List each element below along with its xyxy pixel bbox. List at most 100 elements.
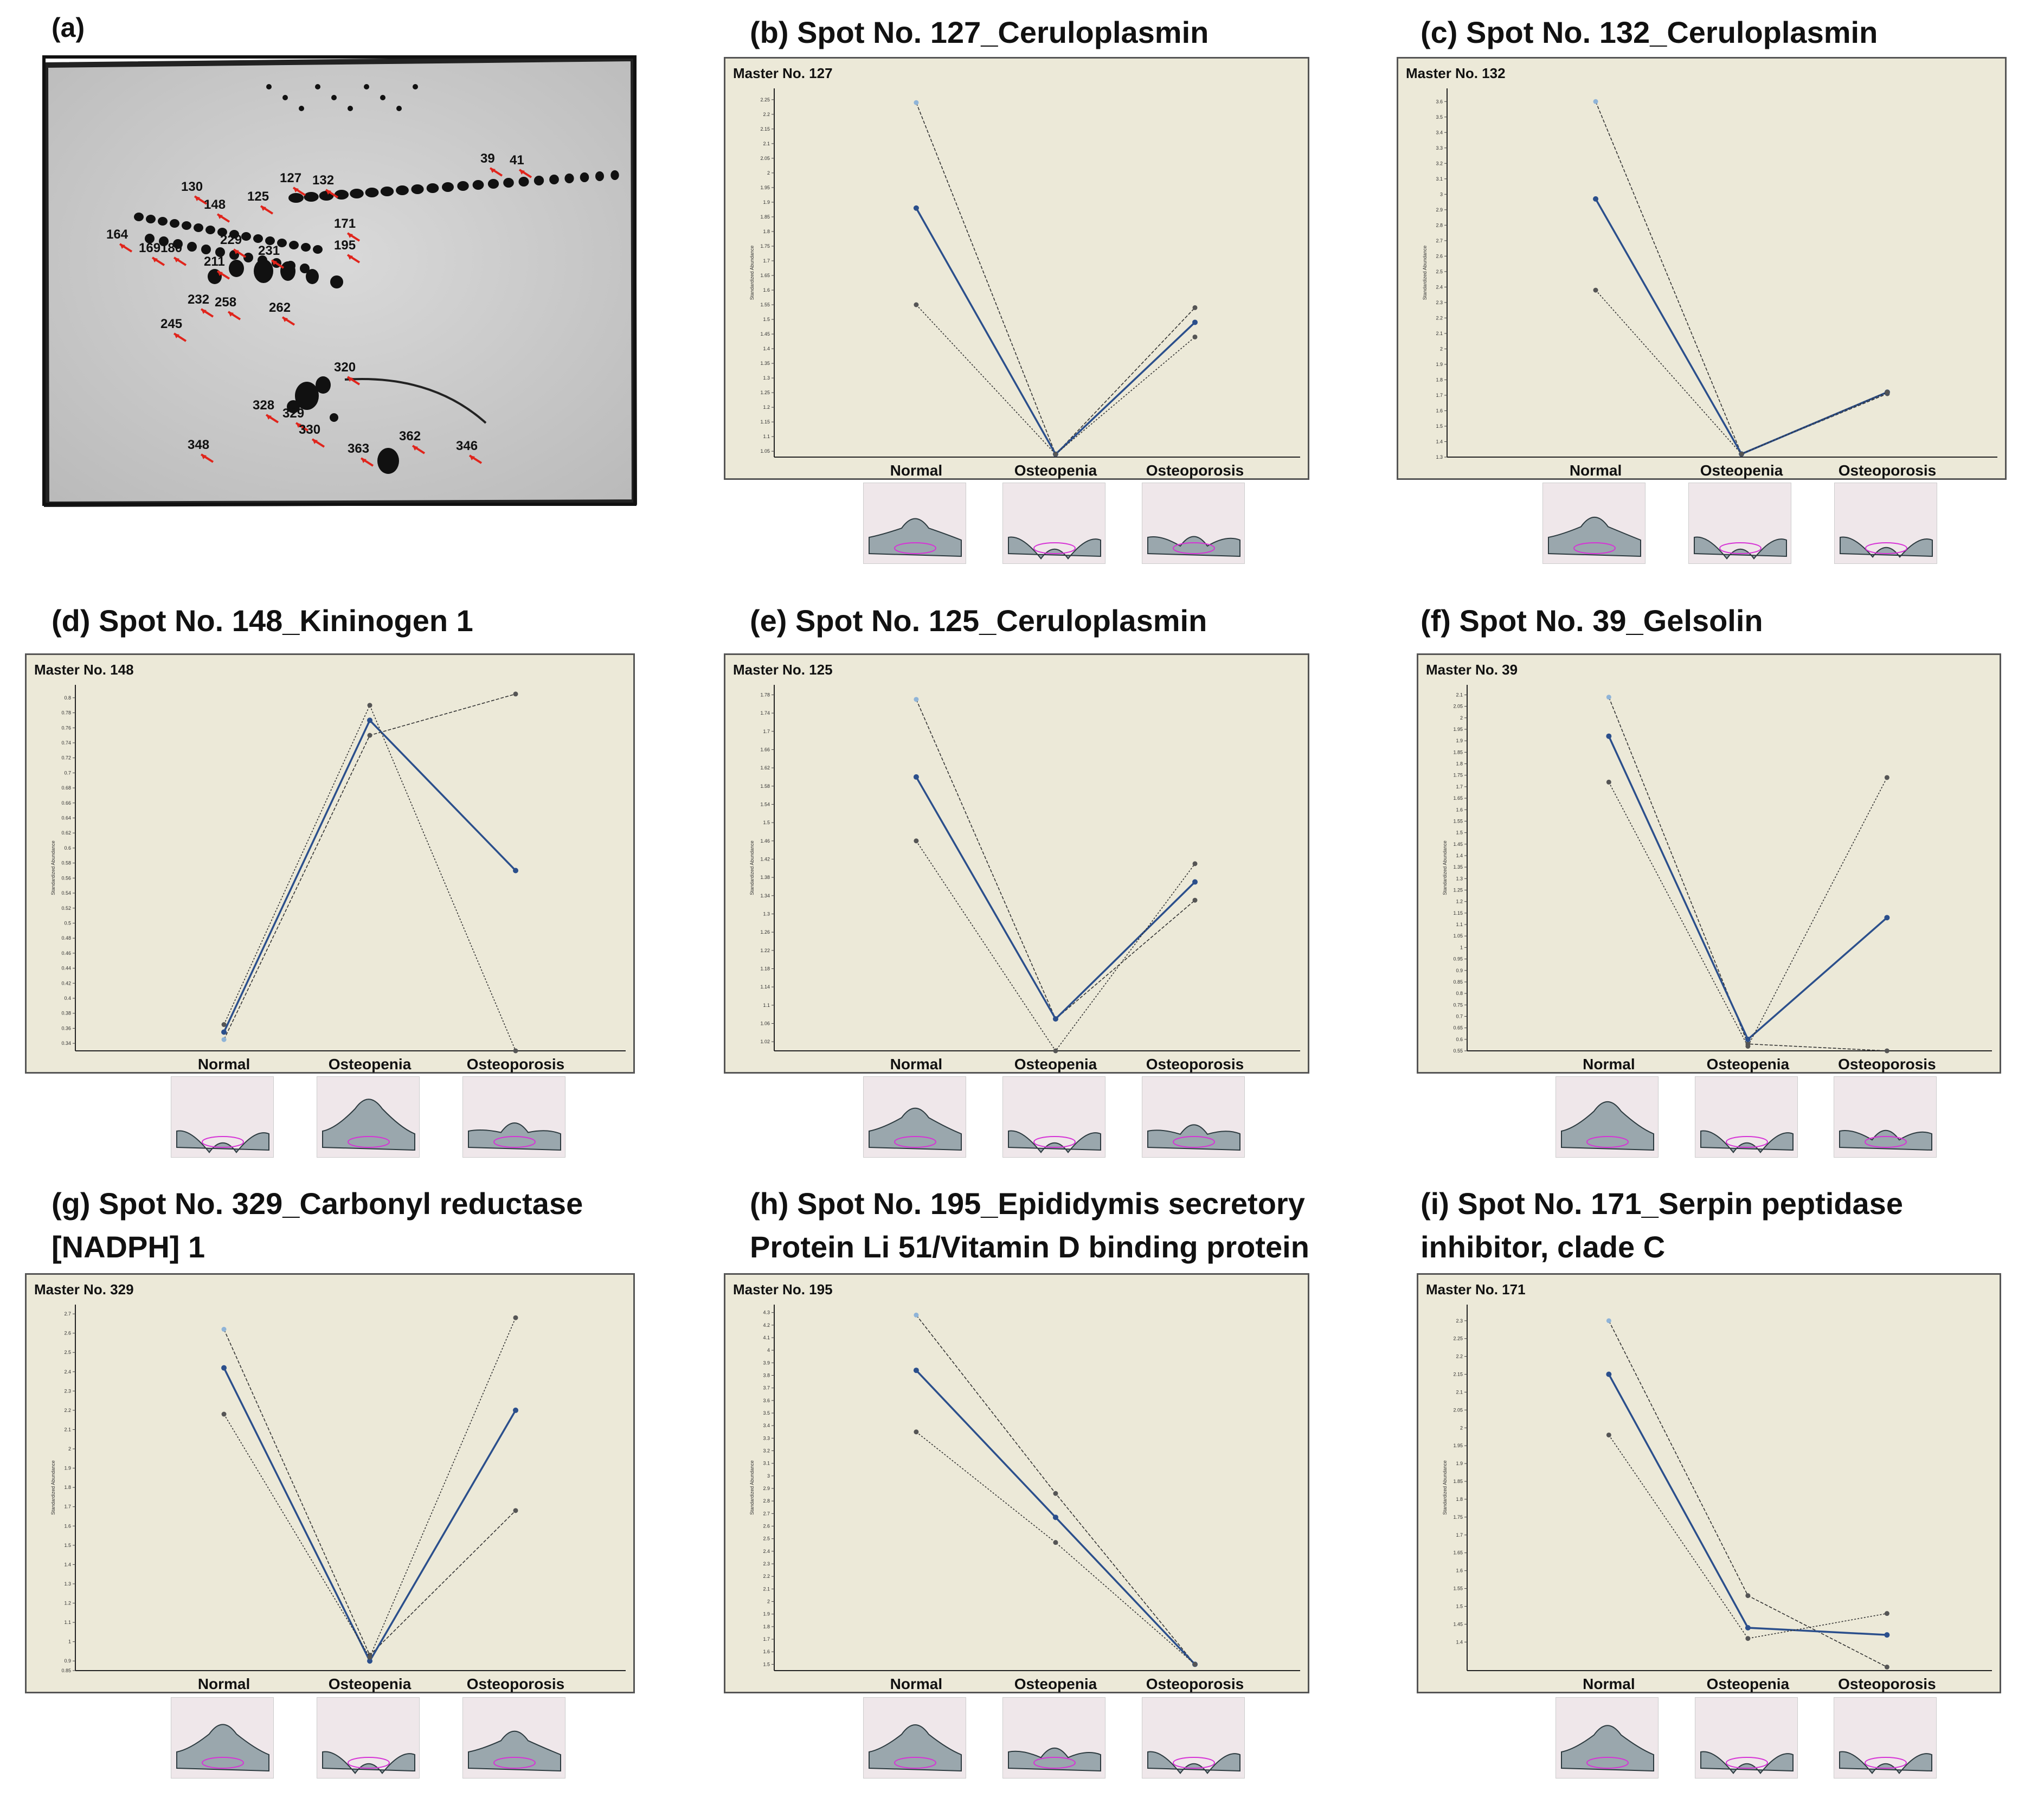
peak-surface bbox=[1840, 536, 1933, 558]
y-tick-label: 2.1 bbox=[1456, 692, 1463, 697]
red-arrowhead-icon bbox=[261, 206, 266, 211]
y-tick-label: 1.5 bbox=[763, 317, 770, 322]
peak-svg bbox=[1700, 1130, 1794, 1153]
gel-spot bbox=[229, 260, 244, 277]
data-point bbox=[1884, 1048, 1889, 1054]
y-tick-label: 1.9 bbox=[64, 1466, 71, 1471]
gel-spot bbox=[457, 181, 469, 191]
y-tick-label: 1.5 bbox=[763, 820, 770, 825]
red-arrowhead-icon bbox=[174, 258, 179, 262]
data-point bbox=[1885, 389, 1890, 395]
series-line-solid-thin bbox=[916, 699, 1195, 1020]
y-tick-label: 1.7 bbox=[1456, 1532, 1463, 1538]
peak-surface bbox=[1548, 517, 1642, 557]
y-tick-label: 1.55 bbox=[1453, 1586, 1463, 1591]
master-number: Master No. 195 bbox=[733, 1281, 833, 1298]
data-point bbox=[513, 1048, 518, 1054]
series-line-mean bbox=[1595, 198, 1888, 455]
red-arrowhead-icon bbox=[348, 377, 353, 382]
gel-spot-label: 328 bbox=[253, 398, 274, 413]
y-axis-label: Standardized Abundance bbox=[50, 840, 56, 895]
y-tick-label: 2.15 bbox=[760, 126, 770, 132]
master-number: Master No. 329 bbox=[34, 1281, 134, 1298]
gel-spot bbox=[564, 174, 574, 183]
gel-spot bbox=[289, 241, 299, 249]
spot-outline bbox=[1865, 542, 1907, 554]
gel-spot-label: 258 bbox=[215, 295, 236, 310]
panel-title-b: (b) Spot No. 127_Ceruloplasmin bbox=[750, 15, 1209, 49]
gel-spot bbox=[350, 189, 364, 198]
data-point bbox=[1593, 287, 1598, 293]
data-point bbox=[913, 774, 919, 780]
y-tick-label: 1.62 bbox=[760, 765, 770, 771]
y-tick-label: 0.42 bbox=[61, 980, 71, 986]
red-arrowhead-icon bbox=[348, 255, 353, 260]
y-tick-label: 0.6 bbox=[1456, 1037, 1463, 1042]
gel-spot bbox=[610, 170, 619, 180]
gel-streak bbox=[344, 378, 487, 424]
y-tick-label: 1.74 bbox=[760, 710, 770, 716]
y-tick-label: 4.2 bbox=[763, 1322, 770, 1328]
category-label-osteoporosis: Osteoporosis bbox=[1838, 1675, 1936, 1692]
peak-surface bbox=[468, 1730, 561, 1772]
series-line-mean bbox=[915, 207, 1196, 456]
y-tick-label: 3.8 bbox=[763, 1372, 770, 1378]
gel-spot bbox=[158, 217, 168, 226]
3d-spot-peak-icon bbox=[1834, 483, 1937, 564]
y-tick-label: 0.95 bbox=[1453, 956, 1463, 962]
peak-surface bbox=[1007, 1748, 1101, 1772]
data-point bbox=[1192, 879, 1198, 885]
data-point bbox=[221, 1037, 227, 1042]
y-tick-label: 1.58 bbox=[760, 784, 770, 789]
y-tick-label: 0.52 bbox=[61, 906, 71, 911]
y-tick-label: 1.54 bbox=[760, 801, 770, 807]
data-point bbox=[1606, 779, 1611, 785]
data-point bbox=[513, 868, 518, 874]
y-tick-label: 2.2 bbox=[64, 1408, 71, 1413]
data-point bbox=[1192, 334, 1198, 339]
gel-spot bbox=[215, 247, 225, 257]
data-point bbox=[1192, 861, 1198, 866]
y-tick-label: 1.4 bbox=[1436, 439, 1443, 444]
peak-svg bbox=[1548, 517, 1642, 557]
peak-svg bbox=[868, 1107, 962, 1151]
peak-svg bbox=[468, 1122, 561, 1151]
y-tick-label: 2.25 bbox=[760, 97, 770, 102]
series-line-dotted bbox=[916, 304, 1195, 455]
spot-outline bbox=[1586, 1757, 1629, 1769]
gel-spot bbox=[442, 182, 454, 192]
data-point bbox=[221, 1022, 227, 1028]
panel-a-label: (a) bbox=[52, 12, 85, 43]
y-tick-label: 2.05 bbox=[1453, 1407, 1463, 1413]
y-tick-label: 2.1 bbox=[763, 141, 770, 146]
y-tick-label: 3.3 bbox=[763, 1435, 770, 1441]
peak-surface bbox=[1700, 1130, 1794, 1153]
peak-surface bbox=[1147, 1751, 1240, 1774]
data-point bbox=[914, 697, 919, 702]
series-line-dotted bbox=[223, 704, 516, 1051]
data-point bbox=[1606, 695, 1611, 700]
y-tick-label: 0.64 bbox=[61, 816, 71, 821]
y-tick-label: 0.78 bbox=[61, 710, 71, 716]
gel-spot-label: 130 bbox=[181, 179, 203, 194]
y-tick-label: 2.8 bbox=[763, 1498, 770, 1504]
y-tick-label: 3.2 bbox=[1436, 161, 1443, 166]
y-tick-label: 0.85 bbox=[61, 1668, 71, 1673]
y-tick-label: 1 bbox=[1460, 945, 1463, 950]
gel-spot bbox=[472, 180, 484, 190]
data-point bbox=[221, 1365, 227, 1371]
peak-surface bbox=[868, 1107, 962, 1151]
peak-svg bbox=[868, 1724, 962, 1772]
spot-outline bbox=[1725, 1136, 1768, 1148]
data-point bbox=[1053, 452, 1058, 457]
gel-spot bbox=[205, 226, 215, 234]
red-arrowhead-icon bbox=[234, 249, 239, 254]
gel-spot bbox=[595, 171, 604, 181]
gel-spot bbox=[330, 413, 338, 422]
series-line-solid-thin bbox=[223, 1329, 516, 1656]
y-tick-label: 0.58 bbox=[61, 861, 71, 866]
y-tick-label: 1.22 bbox=[760, 948, 770, 953]
panel-title-g: (g) Spot No. 329_Carbonyl reductase [NAD… bbox=[52, 1186, 583, 1264]
y-tick-label: 1.2 bbox=[1456, 899, 1463, 904]
